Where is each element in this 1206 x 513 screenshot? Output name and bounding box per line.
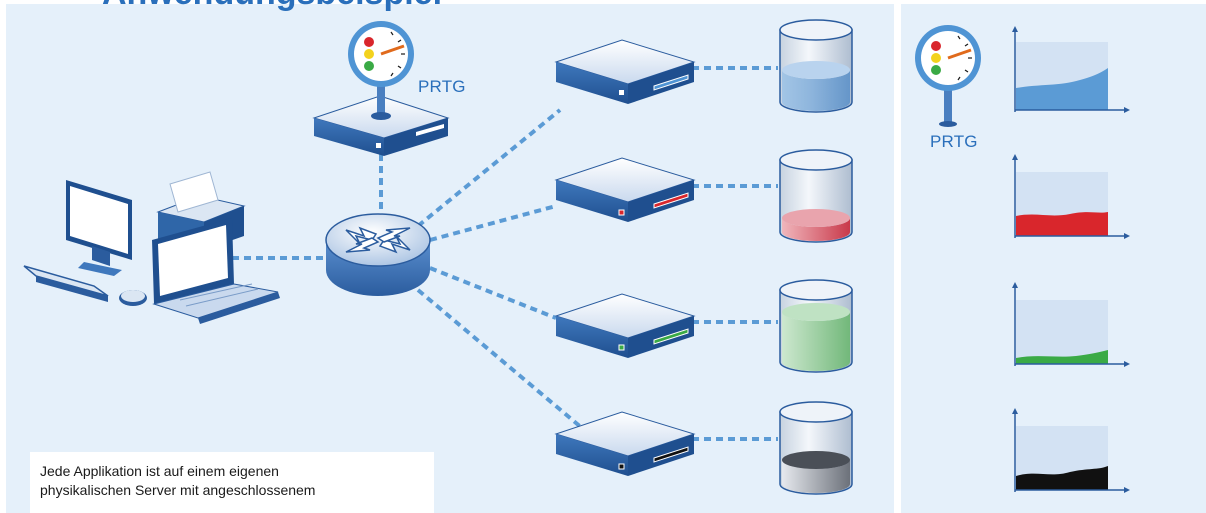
link-router-server-3 [429,266,557,320]
server-1 [554,39,696,104]
trend-chart-red [1012,154,1130,239]
database-4 [779,401,853,495]
server-icon [554,39,696,476]
description-line-1: Jede Applikation ist auf einem eigenen [40,463,279,479]
trend-chart-blue [1012,26,1130,113]
network-links [232,66,778,441]
svg-text:Anwendungsbeispiel: Anwendungsbeispiel [102,0,442,12]
prtg-label-side: PRTG [930,132,978,151]
trend-chart-black [1012,408,1130,493]
link-router-server-2 [429,204,557,242]
link-router-server-1 [416,108,562,228]
trend-chart-green [1012,282,1130,367]
database-icon [779,19,853,495]
database-2 [779,149,853,243]
database-3 [779,279,853,373]
trend-chart-icon [1012,26,1130,493]
prtg-gauge-icon [348,21,414,120]
server-2 [554,157,696,222]
workstation-icon [23,180,147,306]
router-icon [325,213,431,296]
description-line-2: physikalischen Server mit angeschlossene… [40,482,316,498]
server-3 [554,293,696,358]
server-4 [554,411,696,476]
title-fragment: Anwendungsbeispiel [102,0,442,12]
database-1 [779,19,853,113]
link-router-server-4 [416,288,584,430]
description-box: Jede Applikation ist auf einem eigenen p… [30,452,434,513]
laptop-icon [152,218,280,324]
prtg-label-main: PRTG [418,77,466,96]
prtg-gauge-icon [915,25,981,127]
